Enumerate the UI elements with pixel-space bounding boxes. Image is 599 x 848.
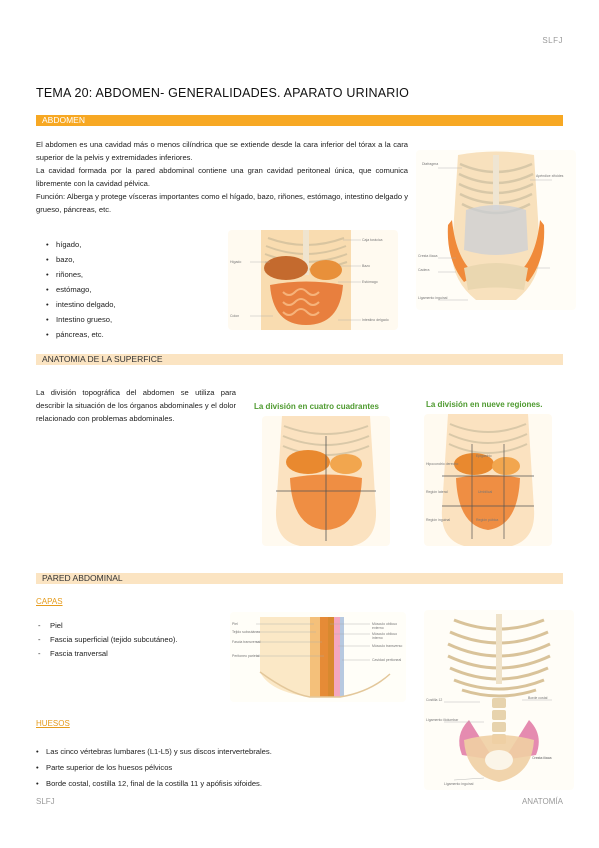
figure-label: Región inguinal: [426, 518, 451, 522]
figure-label: Umbilical: [478, 490, 493, 494]
list-item: Intestino grueso,: [46, 312, 116, 327]
figure-label: Colon: [230, 314, 240, 318]
abdomen-paragraph: El abdomen es una cavidad más o menos ci…: [36, 140, 408, 162]
figure-label: Peritoneo parietal: [232, 654, 260, 658]
section-bar-abdomen: ABDOMEN: [36, 115, 563, 126]
list-item: bazo,: [46, 252, 116, 267]
huesos-list: Las cinco vértebras lumbares (L1-L5) y s…: [36, 744, 272, 792]
figure-label: Músculo transverso: [372, 644, 403, 648]
subheading-huesos: HUESOS: [36, 719, 70, 728]
figure-label: Costilla 12: [426, 698, 443, 702]
abdominal-organs-illustration: Caja torácica Hígado Bazo Estómago Colon…: [228, 230, 398, 330]
four-quadrants-illustration: [262, 416, 390, 546]
section-heading-abdomen: ABDOMEN: [42, 115, 85, 125]
page-title: TEMA 20: ABDOMEN- GENERALIDADES. APARATO…: [36, 86, 410, 100]
subheading-capas: CAPAS: [36, 597, 63, 606]
figure-label: Tejido subcutáneo: [232, 630, 261, 634]
torso-skeleton-illustration: Diafragma Apéndice xifoides Cresta ilíac…: [416, 150, 576, 310]
superficie-text: La división topográfica del abdomen se u…: [36, 388, 236, 423]
list-item: páncreas, etc.: [46, 327, 116, 342]
abdominal-bones-illustration: Costilla 12 Borde costal Ligamento iliol…: [424, 610, 574, 790]
figure-label: Estómago: [362, 280, 378, 284]
figure-label: Piel: [232, 622, 238, 626]
figure-label: Borde costal: [528, 696, 548, 700]
figure-title: La división en cuatro cuadrantes: [254, 402, 379, 411]
section-heading-superficie: ANATOMIA DE LA SUPERFICE: [42, 354, 163, 364]
figure-label: Hipocondrio derecho: [426, 462, 459, 466]
figure-label: Caja torácica: [362, 238, 383, 242]
header-initials: SLFJ: [542, 36, 563, 45]
list-item: estómago,: [46, 282, 116, 297]
list-item: riñones,: [46, 267, 116, 282]
list-item: Fascia superficial (tejido subcutáneo).: [38, 633, 177, 647]
abdomen-paragraph: Función: Alberga y protege vísceras impo…: [36, 192, 408, 214]
organ-list: hígado, bazo, riñones, estómago, intesti…: [46, 237, 116, 342]
figure-label: Músculo oblicuo externo: [372, 622, 398, 630]
figure-label: Diafragma: [422, 162, 439, 166]
figure-label: Cresta ilíaca: [418, 254, 438, 258]
list-item: Piel: [38, 619, 177, 633]
footer-initials: SLFJ: [36, 797, 55, 806]
abdominal-wall-layers-illustration: Piel Tejido subcutáneo Músculo oblicuo e…: [230, 612, 406, 702]
list-item: hígado,: [46, 237, 116, 252]
section-heading-pared: PARED ABDOMINAL: [42, 573, 123, 583]
abdomen-paragraph: La cavidad formada por la pared abdomina…: [36, 166, 408, 188]
figure-label: Apéndice xifoides: [536, 174, 564, 178]
figure-label: Intestino delgado: [362, 318, 389, 322]
figure-label: Bazo: [362, 264, 370, 268]
figure-label: Hígado: [230, 260, 242, 264]
figure-label: Cadera: [418, 268, 430, 272]
list-item: Parte superior de los huesos pélvicos: [36, 760, 272, 776]
figure-label: Región lateral: [426, 490, 448, 494]
nine-regions-illustration: Hipocondrio derecho Epigastrio Región la…: [424, 414, 552, 546]
figure-label: Epigastrio: [476, 454, 492, 458]
abdomen-text: El abdomen es una cavidad más o menos ci…: [36, 138, 408, 216]
capas-list: Piel Fascia superficial (tejido subcután…: [38, 619, 177, 661]
figure-label: Ligamento iliolumbar: [426, 718, 459, 722]
figure-label: Ligamento inguinal: [418, 296, 448, 300]
list-item: Las cinco vértebras lumbares (L1-L5) y s…: [36, 744, 272, 760]
figure-label: Ligamento inguinal: [444, 782, 474, 786]
figure-label: Región púbica: [476, 518, 499, 522]
list-item: Fascia tranversal: [38, 647, 177, 661]
figure-label: Fascia transversal: [232, 640, 261, 644]
figure-label: Cavidad peritoneal: [372, 658, 402, 662]
section-bar-pared: PARED ABDOMINAL: [36, 573, 563, 584]
list-item: intestino delgado,: [46, 297, 116, 312]
section-bar-superficie: ANATOMIA DE LA SUPERFICE: [36, 354, 563, 365]
figure-label: Músculo oblicuo interno: [372, 632, 398, 640]
figure-title: La división en nueve regiones.: [426, 400, 543, 409]
footer-subject: ANATOMÍA: [521, 797, 563, 806]
figure-label: Cresta ilíaca: [532, 756, 552, 760]
list-item: Borde costal, costilla 12, final de la c…: [36, 776, 272, 792]
